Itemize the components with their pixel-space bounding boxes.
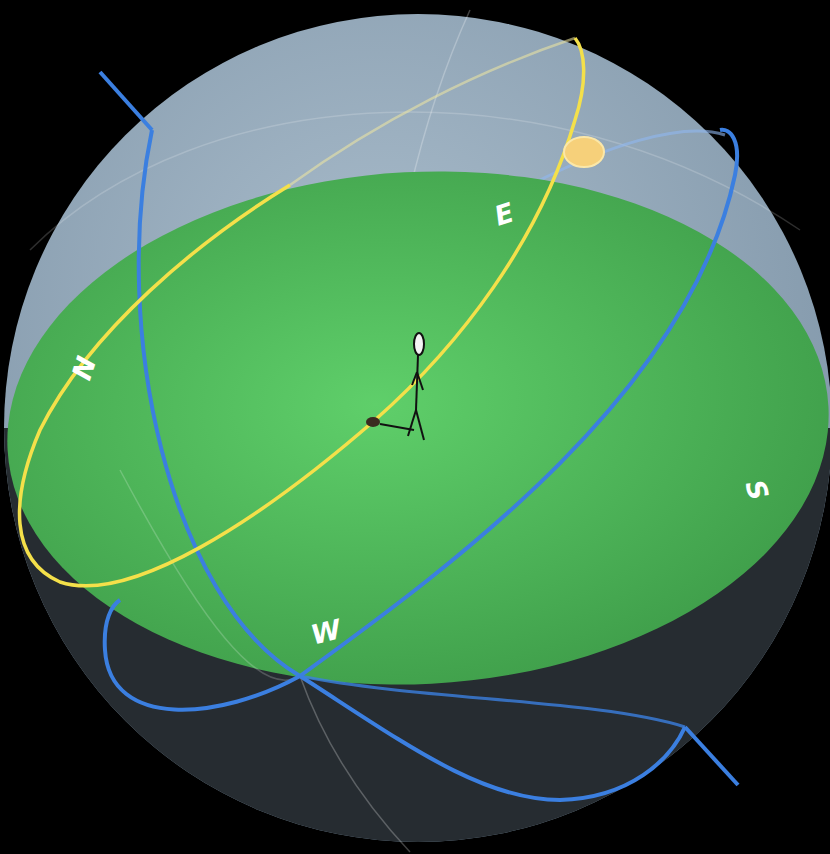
celestial-axis <box>685 727 738 785</box>
horizon-plane <box>0 151 830 705</box>
celestial-equator <box>105 600 300 710</box>
compass-label: W <box>308 615 343 648</box>
celestial-equator <box>300 130 737 676</box>
observer-figure <box>380 333 424 440</box>
ecliptic-back <box>290 38 575 185</box>
ecliptic <box>20 38 584 586</box>
shadow-dot <box>366 417 380 427</box>
declination-circle <box>300 676 685 727</box>
sun <box>564 137 604 167</box>
celestial-axis <box>100 72 152 130</box>
